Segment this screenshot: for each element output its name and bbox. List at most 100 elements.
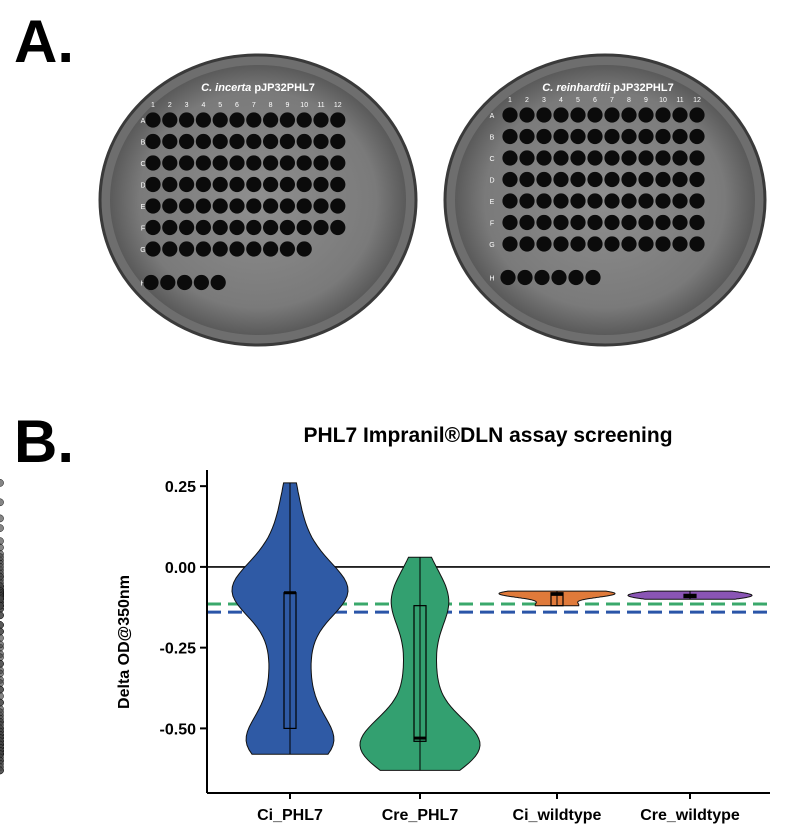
data-point (0, 537, 4, 545)
colony-spot (296, 176, 312, 193)
data-point (0, 498, 4, 507)
colony-spot (279, 198, 295, 214)
colony-spot (536, 128, 552, 145)
colony-spot (195, 155, 211, 171)
data-point (0, 514, 4, 523)
data-point (0, 563, 4, 571)
column-label: 12 (334, 102, 342, 109)
colony-spot (212, 155, 228, 171)
data-point (0, 640, 4, 649)
colony-spot (553, 193, 569, 209)
colony-spot (145, 133, 161, 150)
colony-spot (502, 171, 518, 188)
colony-spot (587, 128, 603, 145)
colony-spot (330, 112, 346, 128)
colony-spot (519, 150, 535, 166)
column-label: 5 (218, 102, 222, 109)
colony-spot (587, 193, 603, 209)
data-point (0, 679, 4, 688)
colony-spot (655, 128, 671, 145)
column-label: 12 (693, 97, 701, 104)
colony-spot (502, 236, 518, 252)
y-axis-ticks: 0.250.00-0.25-0.50 (160, 479, 207, 738)
column-label: 9 (644, 97, 648, 104)
colony-spot (638, 236, 654, 252)
colony-spot (655, 193, 671, 209)
colony-spot (296, 155, 312, 171)
violin-Cre_wildtype (0, 587, 753, 604)
column-label: 4 (559, 97, 563, 104)
violin-series (0, 479, 753, 775)
data-point (0, 698, 4, 707)
colony-spot (330, 155, 346, 171)
violin-Ci_PHL7 (0, 479, 349, 759)
colony-spot (279, 219, 295, 236)
colony-spot (570, 236, 586, 252)
colony-spot (193, 274, 209, 291)
row-label: B (141, 140, 146, 147)
colony-spot (638, 214, 654, 231)
colony-spot (536, 236, 552, 252)
colony-spot (195, 198, 211, 214)
colony-spot (162, 219, 178, 236)
colony-spot (604, 193, 620, 209)
colony-spot (519, 214, 535, 231)
colony-spot (313, 112, 329, 128)
colony-spot (162, 176, 178, 193)
colony-spot (246, 155, 262, 171)
data-point (0, 595, 4, 604)
colony-spot (279, 133, 295, 150)
colony-spot (534, 269, 550, 286)
y-tick-label: 0.25 (165, 479, 196, 496)
column-label: 11 (676, 97, 683, 104)
colony-spot (313, 133, 329, 150)
y-tick-label: 0.00 (165, 560, 196, 577)
row-label: H (489, 276, 494, 283)
row-label: A (141, 118, 146, 125)
data-point (0, 766, 4, 775)
colony-spot (229, 198, 245, 214)
violin-chart: PHL7 Impranil®DLN assay screening Delta … (0, 424, 770, 824)
colony-spot (519, 107, 535, 123)
colony-spot (195, 176, 211, 193)
x-tick-label: Cre_PHL7 (382, 807, 459, 824)
colony-spot (195, 219, 211, 236)
column-label: 11 (317, 102, 324, 109)
row-label: C (489, 156, 494, 163)
data-point (0, 708, 4, 717)
violin-Cre_PHL7 (0, 553, 481, 775)
colony-spot (689, 171, 705, 188)
data-point (0, 601, 4, 610)
colony-spot (655, 236, 671, 252)
panel-a-label: A. (14, 8, 74, 75)
colony-spot (279, 155, 295, 171)
colony-spot (162, 241, 178, 257)
colony-spot (568, 269, 584, 286)
colony-spot (212, 219, 228, 236)
row-label: D (489, 178, 494, 185)
plate-title: C. incerta pJP32PHL7 (201, 82, 315, 94)
colony-spot (536, 214, 552, 231)
colony-spot (604, 236, 620, 252)
colony-spot (500, 269, 516, 286)
column-label: 6 (593, 97, 597, 104)
colony-spot (672, 150, 688, 166)
colony-spot (587, 236, 603, 252)
colony-spot (655, 107, 671, 123)
colony-spot (210, 274, 226, 291)
colony-spot (621, 193, 637, 209)
colony-spot (296, 219, 312, 236)
colony-spot (296, 198, 312, 214)
colony-spot (587, 214, 603, 231)
row-label: C (140, 161, 145, 168)
colony-spot (519, 193, 535, 209)
colony-spot (195, 133, 211, 150)
colony-spot (519, 128, 535, 145)
colony-spot (604, 150, 620, 166)
data-point (0, 634, 4, 642)
colony-spot (553, 150, 569, 166)
data-point (0, 479, 4, 487)
colony-spot (246, 219, 262, 236)
colony-spot (263, 112, 279, 128)
plate-title-species: C. incerta (201, 82, 251, 94)
